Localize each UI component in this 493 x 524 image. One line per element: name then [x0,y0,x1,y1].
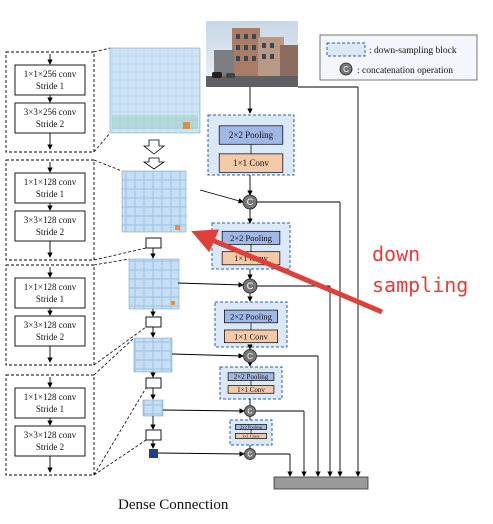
conv-group-border [5,264,95,366]
pooling-label: 2x2 Pooling [240,425,263,430]
conv-label: 3×3×128 conv [24,320,77,330]
legend-downsampling-label: : down-sampling block [369,46,457,56]
conv-label: 1×1×256 conv [24,69,77,79]
trunk-lines [157,86,361,477]
downsampling-block-5: 2x2 Pooling 1x1 Conv [229,419,273,446]
conv-label: 1×1×128 conv [24,392,77,402]
feature-map-2 [121,170,187,233]
conv-label: 3×3×256 conv [24,107,77,117]
concat-node-5: C [244,448,256,460]
svg-text:C: C [247,351,253,361]
downsampling-annotation: down sampling [191,229,468,315]
feature-map-6 [149,449,158,458]
legend: : down-sampling block C : concatenation … [319,34,478,81]
aggregation-nodes [145,237,162,441]
conv-label: 3×3×128 conv [24,430,77,440]
stride-label: Stride 2 [36,442,64,452]
feature-maps [109,47,201,458]
downsampling-block-3: 2×2 Pooling 1×1 Conv [214,301,288,348]
pooling-label: 2×2 Pooling [230,233,273,243]
concat-node-1: C [242,194,258,210]
downsampling-block-1: 2×2 Pooling 1×1 Conv [207,114,295,176]
conv-group-border [5,159,95,261]
svg-text:C: C [247,281,254,291]
legend-concat-label: : concatenation operation [357,66,453,76]
stride-label: Stride 1 [36,294,64,304]
pooling-label: 2×2 Pooling [234,373,269,381]
annotation-line-2: sampling [372,273,468,297]
conv-label: 1×1 Conv [233,158,269,168]
concat-node-3: C [243,349,257,363]
conv-label: 1x1 Conv [242,434,260,439]
conv-label: 1×1×128 conv [24,177,77,187]
annotation-arrow [191,229,383,315]
stride-label: Stride 2 [36,227,64,237]
svg-text:C: C [247,450,252,458]
conv-layer [224,329,278,344]
legend-downsampling-swatch [326,42,366,57]
conv-label: 1×1 Conv [234,331,269,341]
feature-map-5 [142,399,164,417]
stride-label: Stride 2 [36,332,64,342]
svg-text:C: C [247,197,254,207]
pooling-label: 2×2 Pooling [229,130,274,140]
downsampling-block-4: 2×2 Pooling 1×1 Conv [219,366,283,400]
conv-layer [227,385,275,394]
svg-text:C: C [247,407,252,415]
diagram-caption: Dense Connection [118,497,229,513]
conv-label: 1×1 Conv [237,386,265,394]
concat-node-4: C [244,405,256,417]
concatenation-nodes: C C C C C [242,194,258,460]
stride-label: Stride 1 [36,189,64,199]
stride-label: Stride 2 [36,119,64,129]
conv-group-border [5,374,95,476]
output-feature-bar [273,476,369,490]
stride-label: Stride 1 [36,404,64,414]
hollow-arrows [142,139,166,170]
input-image [206,21,298,87]
svg-text:C: C [343,65,349,74]
conv-layer [218,153,284,173]
stride-label: Stride 1 [36,81,64,91]
feature-map-4 [133,337,173,373]
legend-concat-symbol [339,62,353,76]
pooling-label: 2×2 Pooling [230,311,273,321]
feature-map-3 [128,258,180,310]
conv-layer [235,433,267,439]
conv-group-border [5,51,95,153]
annotation-line-1: down [372,242,420,266]
concat-node-2: C [242,278,258,294]
conv-label: 1×1×128 conv [24,282,77,292]
conv-label: 3×3×128 conv [24,215,77,225]
